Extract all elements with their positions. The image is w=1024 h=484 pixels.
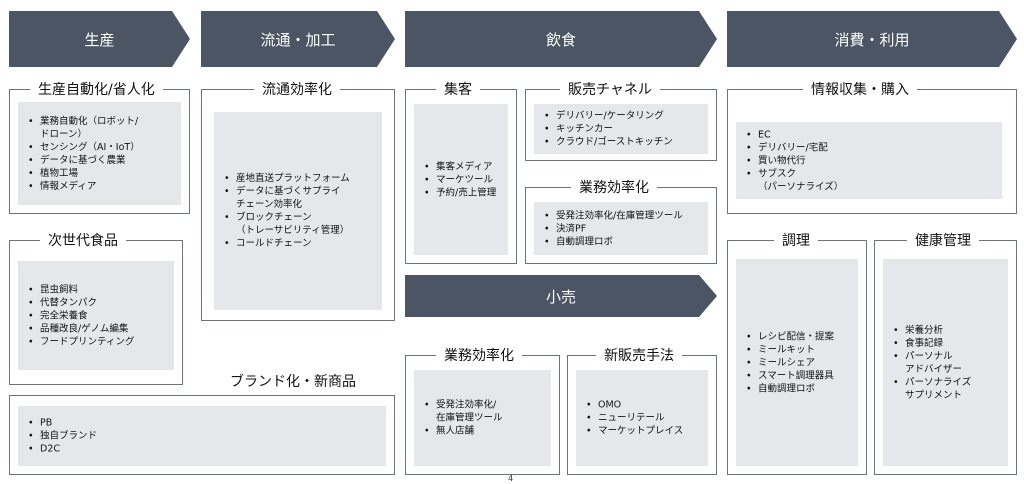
list-item: 受発注効率化/在庫管理ツール [544, 209, 708, 222]
stage-header-shohi: 消費・利用 [727, 11, 1017, 67]
list-item: EC [746, 128, 1002, 141]
box-brand: ブランド化・新商品 PB 独自ブランド D2C [9, 373, 395, 475]
stage-header-kouri: 小売 [405, 275, 717, 317]
list-item: 受発注効率化/ 在庫管理ツール [424, 399, 551, 425]
list-item: 情報メディア [28, 180, 181, 193]
list-item: 無人店舗 [424, 425, 551, 438]
box-distribution: 流通効率化 産地直送プラットフォーム データに基づくサプライ チェーン効率化 ブ… [201, 81, 395, 321]
list-item: 植物工場 [28, 167, 181, 180]
list-automation: 業務自動化（ロボット/ ドローン） センシング（AI・IoT） データに基づく農… [18, 115, 181, 193]
stage-header-inshoku: 飲食 [405, 11, 717, 67]
box-attract-title: 集客 [436, 81, 480, 99]
box-nextgen: 次世代食品 昆虫飼料 代替タンパク 完全栄養食 品種改良/ゲノム編集 フードプリ… [9, 232, 183, 385]
list-item: 自動調理ロボ [746, 382, 858, 395]
list-sales-channel: デリバリー/ケータリング キッチンカー クラウド/ゴーストキッチン [534, 110, 708, 149]
list-item: パーソナル アドバイザー [893, 350, 1008, 376]
box-info-title: 情報収集・購入 [803, 81, 917, 99]
list-cooking: レシピ配信・提案 ミールキット ミールシェア スマート調理器具 自動調理ロボ [736, 330, 858, 395]
box-brand-title: ブランド化・新商品 [222, 373, 364, 391]
list-food-ops: 受発注効率化/在庫管理ツール 決済PF 自動調理ロボ [534, 209, 708, 248]
box-retail-new: 新販売手法 OMO ニューリテール マーケットプレイス [567, 347, 717, 475]
list-item: レシピ配信・提案 [746, 330, 858, 343]
list-brand: PB 独自ブランド D2C [18, 417, 386, 456]
box-retail-new-title: 新販売手法 [596, 347, 682, 365]
list-item: 食事記録 [893, 337, 1008, 350]
list-item: デリバリー/宅配 [746, 141, 1002, 154]
list-item: D2C [28, 443, 386, 456]
list-item: 産地直送プラットフォーム [224, 172, 382, 185]
list-retail-ops: 受発注効率化/ 在庫管理ツール 無人店舗 [414, 399, 551, 438]
list-item: マーケツール [424, 173, 508, 186]
box-sales-channel-title: 販売チャネル [560, 81, 660, 99]
list-item: パーソナライズ サプリメント [893, 376, 1008, 402]
list-item: デリバリー/ケータリング [544, 110, 708, 123]
box-info: 情報収集・購入 EC デリバリー/宅配 買い物代行 サブスク （パーソナライズ） [727, 81, 1017, 214]
box-nextgen-title: 次世代食品 [40, 232, 126, 250]
box-distribution-title: 流通効率化 [254, 81, 340, 99]
stage-header-seisan: 生産 [9, 11, 190, 67]
box-automation: 生産自動化/省人化 業務自動化（ロボット/ ドローン） センシング（AI・IoT… [9, 81, 190, 214]
list-item: 独自ブランド [28, 430, 386, 443]
list-health: 栄養分析 食事記録 パーソナル アドバイザー パーソナライズ サプリメント [883, 324, 1008, 402]
list-item: サブスク （パーソナライズ） [746, 167, 1002, 193]
list-item: 昆虫飼料 [28, 283, 174, 296]
list-attract: 集客メディア マーケツール 予約/売上管理 [414, 160, 508, 199]
box-retail-ops-title: 業務効率化 [436, 347, 522, 365]
list-item: 自動調理ロボ [544, 235, 708, 248]
list-info: EC デリバリー/宅配 買い物代行 サブスク （パーソナライズ） [736, 128, 1002, 193]
box-attract: 集客 集客メディア マーケツール 予約/売上管理 [405, 81, 517, 264]
list-item: 買い物代行 [746, 154, 1002, 167]
list-item: 栄養分析 [893, 324, 1008, 337]
list-item: スマート調理器具 [746, 369, 858, 382]
box-cooking: 調理 レシピ配信・提案 ミールキット ミールシェア スマート調理器具 自動調理ロ… [727, 232, 867, 475]
box-retail-ops: 業務効率化 受発注効率化/ 在庫管理ツール 無人店舗 [405, 347, 560, 475]
list-distribution: 産地直送プラットフォーム データに基づくサプライ チェーン効率化 ブロックチェー… [214, 172, 382, 250]
list-item: ミールシェア [746, 356, 858, 369]
box-food-ops-title: 業務効率化 [571, 179, 657, 197]
list-item: データに基づく農業 [28, 154, 181, 167]
list-item: ブロックチェーン （トレーサビリティ管理） [224, 211, 382, 237]
box-health-title: 健康管理 [907, 232, 979, 250]
list-item: ニューリテール [586, 412, 708, 425]
list-item: マーケットプレイス [586, 425, 708, 438]
list-item: クラウド/ゴーストキッチン [544, 136, 708, 149]
list-item: 業務自動化（ロボット/ ドローン） [28, 115, 181, 141]
box-sales-channel: 販売チャネル デリバリー/ケータリング キッチンカー クラウド/ゴーストキッチン [525, 81, 717, 161]
list-item: 決済PF [544, 222, 708, 235]
list-item: 集客メディア [424, 160, 508, 173]
list-item: 予約/売上管理 [424, 186, 508, 199]
list-item: コールドチェーン [224, 237, 382, 250]
list-item: キッチンカー [544, 123, 708, 136]
list-item: OMO [586, 399, 708, 412]
stage-header-ryutsu: 流通・加工 [201, 11, 395, 67]
list-item: データに基づくサプライ チェーン効率化 [224, 185, 382, 211]
box-food-ops: 業務効率化 受発注効率化/在庫管理ツール 決済PF 自動調理ロボ [525, 179, 717, 264]
box-cooking-title: 調理 [774, 232, 818, 250]
list-item: 品種改良/ゲノム編集 [28, 322, 174, 335]
page-number: 4 [508, 474, 514, 483]
list-nextgen: 昆虫飼料 代替タンパク 完全栄養食 品種改良/ゲノム編集 フードプリンティング [18, 283, 174, 348]
box-automation-title: 生産自動化/省人化 [30, 81, 163, 99]
list-item: PB [28, 417, 386, 430]
list-retail-new: OMO ニューリテール マーケットプレイス [576, 399, 708, 438]
box-health: 健康管理 栄養分析 食事記録 パーソナル アドバイザー パーソナライズ サプリメ… [874, 232, 1017, 475]
list-item: センシング（AI・IoT） [28, 141, 181, 154]
list-item: ミールキット [746, 343, 858, 356]
list-item: 代替タンパク [28, 296, 174, 309]
list-item: フードプリンティング [28, 335, 174, 348]
list-item: 完全栄養食 [28, 309, 174, 322]
